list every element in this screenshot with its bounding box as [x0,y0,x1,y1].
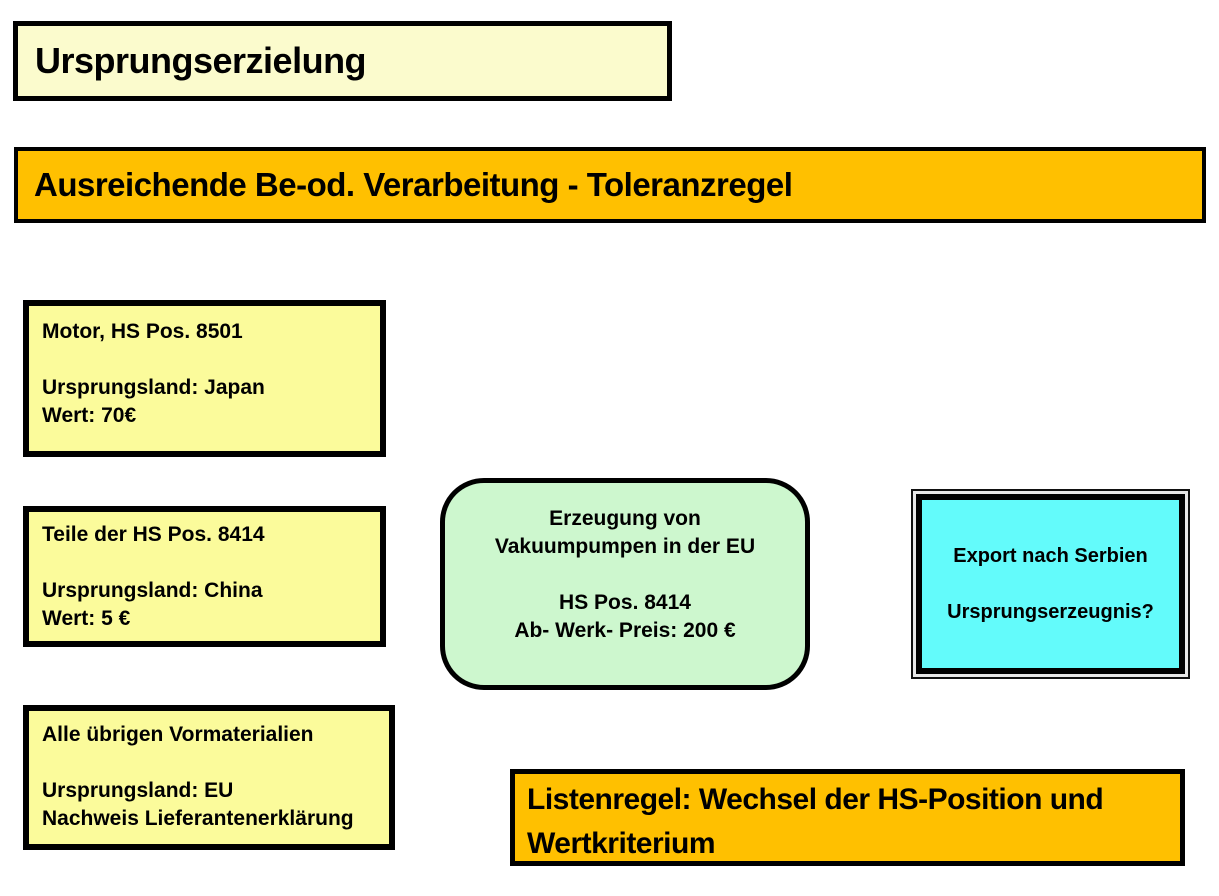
slide-title: Ursprungserzielung [35,40,367,81]
banner-bottom: Listenregel: Wechsel der HS-Position und… [510,769,1185,866]
title-box: Ursprungserzielung [13,21,672,101]
text-line [42,549,370,577]
text-line: Vakuumpumpen in der EU [494,535,756,558]
text-line: Ab- Werk- Preis: 200 € [514,619,736,642]
text-line: Ursprungsland: Japan [42,376,265,399]
text-line: Motor, HS Pos. 8501 [42,320,243,343]
export-box-serbien: Export nach Serbien Ursprungserzeugnis? [916,494,1185,674]
text-line: Ursprungsland: EU [42,779,234,802]
text-line: HS Pos. 8414 [559,591,691,614]
text-line [445,561,805,589]
text-line: Erzeugung von [549,507,701,530]
text-line: Alle übrigen Vormaterialien [42,723,314,746]
banner-top: Ausreichende Be-od. Verarbeitung - Toler… [14,147,1206,223]
text-line: Wert: 5 € [42,607,131,630]
text-line [922,570,1179,598]
material-box-vormaterialien: Alle übrigen Vormaterialien Ursprungslan… [23,705,395,850]
text-line [42,346,370,374]
text-line: Ursprungserzeugnis? [947,601,1154,623]
text-line: Teile der HS Pos. 8414 [42,523,265,546]
text-line: Export nach Serbien [953,545,1148,567]
text-line: Ursprungsland: China [42,579,263,602]
text-line [42,749,379,777]
material-box-teile: Teile der HS Pos. 8414 Ursprungsland: Ch… [23,506,386,647]
material-box-motor: Motor, HS Pos. 8501 Ursprungsland: Japan… [23,300,386,457]
text-line: Wert: 70€ [42,404,137,427]
text-line: Nachweis Lieferantenerklärung [42,807,354,830]
banner-bottom-label: Listenregel: Wechsel der HS-Position und… [527,783,1104,860]
banner-top-label: Ausreichende Be-od. Verarbeitung - Toler… [34,166,793,203]
